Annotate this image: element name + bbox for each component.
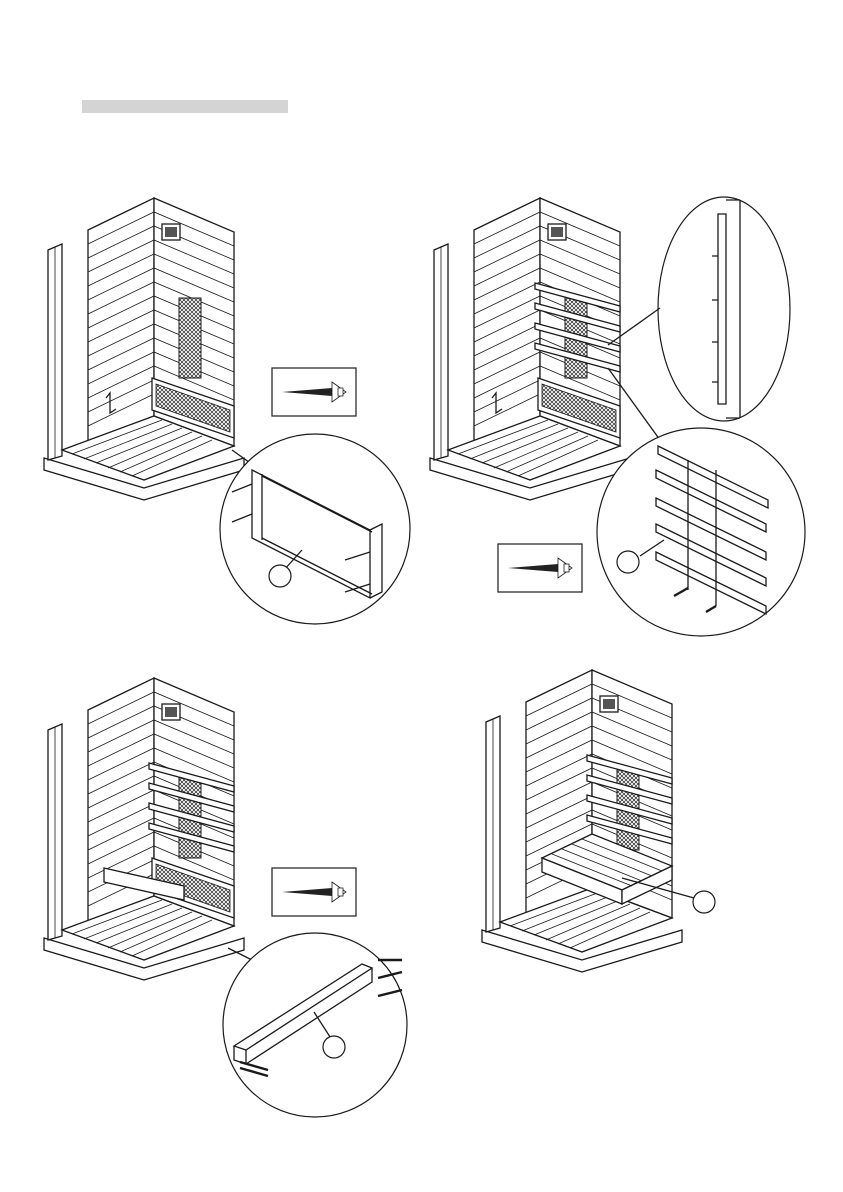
zoom-callout-2 (597, 428, 805, 636)
step-4-cabin (482, 670, 682, 972)
part-number-circle-4 (693, 891, 715, 913)
part-number-circle-3 (323, 1036, 345, 1058)
part-number-circle-1 (269, 565, 291, 587)
step-1-cabin (44, 198, 244, 500)
screw-icon-2 (498, 544, 582, 592)
side-profile-callout (658, 197, 790, 421)
step-2-cabin (430, 198, 630, 500)
part-number-circle-2 (617, 551, 639, 573)
footer-bar (0, 1183, 843, 1192)
screw-icon-3 (272, 868, 356, 916)
screw-icon-1 (272, 368, 356, 416)
step-3-cabin (44, 678, 244, 980)
